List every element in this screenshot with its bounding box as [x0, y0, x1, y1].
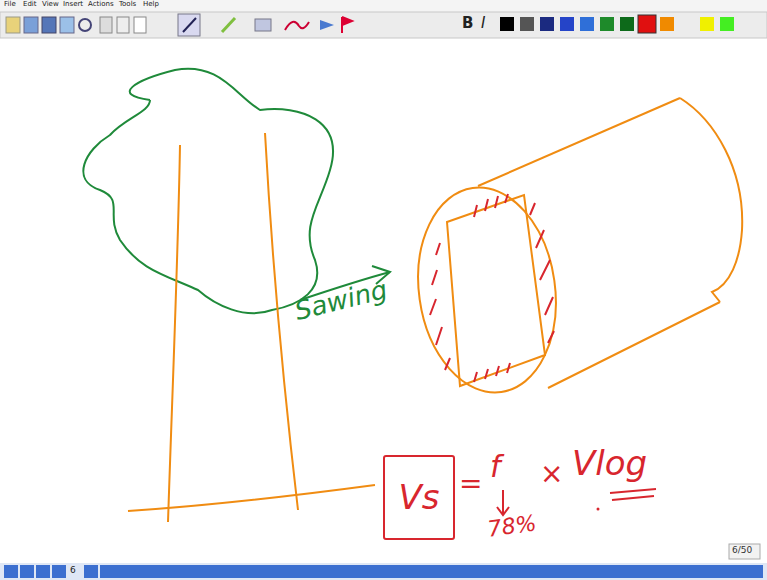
equals-sign: = [459, 468, 482, 500]
italic-button: I [481, 15, 485, 32]
tree-trunk [265, 133, 298, 510]
menu-item: File [4, 0, 16, 8]
toolbar-icons [6, 14, 352, 36]
bold-button: B [462, 15, 473, 32]
log-cylinder [405, 98, 742, 401]
toolbar [0, 12, 767, 38]
double-underline [610, 489, 656, 500]
menu-bar [0, 0, 767, 12]
factor-symbol: f [490, 450, 501, 485]
ground-line [128, 485, 375, 511]
menu-item: Help [143, 0, 159, 8]
ink-dot [597, 508, 600, 511]
page-counter-box [729, 544, 760, 559]
log-volume: Vlog [572, 444, 647, 483]
slide-bar [0, 563, 767, 580]
menu-item: Insert [63, 0, 83, 8]
menu-item: Tools [119, 0, 136, 8]
tree-trunk [168, 145, 180, 522]
slide-tabs [4, 565, 763, 578]
volume-symbol: Vs [399, 479, 440, 516]
menu-item: Actions [88, 0, 114, 8]
menu-item: Edit [23, 0, 37, 8]
recovery-value: 78% [486, 510, 538, 542]
page-counter: 6/50 [732, 545, 752, 555]
down-arrow [497, 490, 509, 515]
tree-canopy [83, 69, 333, 313]
color-palette [500, 15, 734, 33]
square-section [447, 195, 545, 386]
menu-item: View [42, 0, 59, 8]
process-label: Sawing [292, 275, 390, 327]
times-sign: × [540, 458, 563, 490]
waste-hatching [430, 194, 554, 382]
slide-number: 6 [70, 565, 76, 575]
boxed-symbol: Vs [383, 455, 455, 540]
